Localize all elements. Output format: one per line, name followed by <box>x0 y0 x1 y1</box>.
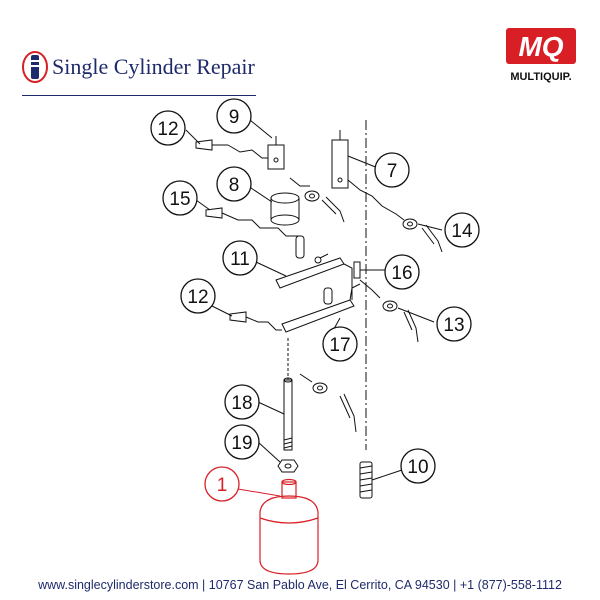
brand-logo: Single Cylinder Repair <box>22 50 255 84</box>
callout-1: 1 <box>204 466 240 502</box>
svg-text:11: 11 <box>230 249 250 270</box>
svg-text:8: 8 <box>229 175 240 196</box>
callout-9: 9 <box>216 98 252 134</box>
part-19-nut <box>277 459 299 473</box>
callout-16: 17 <box>322 326 358 362</box>
part-7-block <box>331 130 349 189</box>
svg-text:18: 18 <box>231 393 252 414</box>
callout-18: 18 <box>224 384 260 420</box>
callout-7: 7 <box>374 152 410 188</box>
part-15-plate <box>343 261 361 300</box>
washer-cotter-13 <box>359 279 419 343</box>
svg-text:17: 17 <box>329 335 350 356</box>
svg-text:7: 7 <box>387 161 398 182</box>
leader-19 <box>257 441 281 463</box>
svg-text:14: 14 <box>451 221 473 242</box>
washer-cotter-14 <box>347 179 443 253</box>
svg-text:12: 12 <box>157 119 178 140</box>
svg-text:1: 1 <box>217 475 228 496</box>
washer-cotter-upper <box>289 177 345 223</box>
part-8-cap <box>270 192 300 226</box>
part-18-rod <box>283 338 293 451</box>
callout-11: 11 <box>222 240 258 276</box>
part-17-pin <box>205 207 300 237</box>
callout-12-bottom: 12 <box>180 278 216 314</box>
part-9-block <box>267 136 285 170</box>
leader-9 <box>249 119 273 139</box>
mq-logo-text: MQ <box>518 31 563 62</box>
svg-text:13: 13 <box>443 315 464 336</box>
leader-1 <box>231 487 281 497</box>
leader-10 <box>371 469 403 481</box>
callout-8: 8 <box>216 166 252 202</box>
part-16-link <box>281 283 361 333</box>
brand-underline <box>22 95 256 96</box>
leader-12-top <box>185 129 201 145</box>
callout-12-top: 12 <box>150 110 186 146</box>
svg-text:9: 9 <box>229 107 240 128</box>
leader-7 <box>347 155 379 169</box>
callout-19: 19 <box>224 424 260 460</box>
callout-14: 14 <box>444 212 480 248</box>
leader-13 <box>397 307 435 323</box>
leader-17 <box>195 199 211 211</box>
callout-13: 13 <box>436 306 472 342</box>
cylinder-logo-icon <box>22 51 48 83</box>
multiquip-name: MULTIQUIP. <box>510 71 572 83</box>
multiquip-logo: MQ MULTIQUIP. <box>500 28 582 83</box>
svg-text:12: 12 <box>187 287 208 308</box>
part-10-spring <box>359 461 373 499</box>
svg-text:15: 15 <box>169 189 190 210</box>
part-12-top-pin <box>195 139 268 159</box>
brand-name: Single Cylinder Repair <box>52 54 255 79</box>
part-1-float <box>259 478 319 575</box>
svg-text:16: 16 <box>391 263 412 284</box>
part-11-bracket <box>275 235 345 289</box>
svg-text:10: 10 <box>407 457 428 478</box>
mq-logo-icon: MQ <box>506 28 576 64</box>
svg-text:19: 19 <box>231 433 252 454</box>
callout-15: 16 <box>384 254 420 290</box>
callout-17: 15 <box>162 180 198 216</box>
washer-cotter-lower <box>299 373 357 433</box>
callout-10: 10 <box>400 448 436 484</box>
footer-contact: www.singlecylinderstore.com | 10767 San … <box>38 578 562 592</box>
leader-14 <box>417 223 443 231</box>
leader-8 <box>247 185 273 203</box>
part-12-bottom-pin <box>229 311 282 331</box>
leader-11 <box>255 261 287 277</box>
leader-18 <box>257 401 285 415</box>
